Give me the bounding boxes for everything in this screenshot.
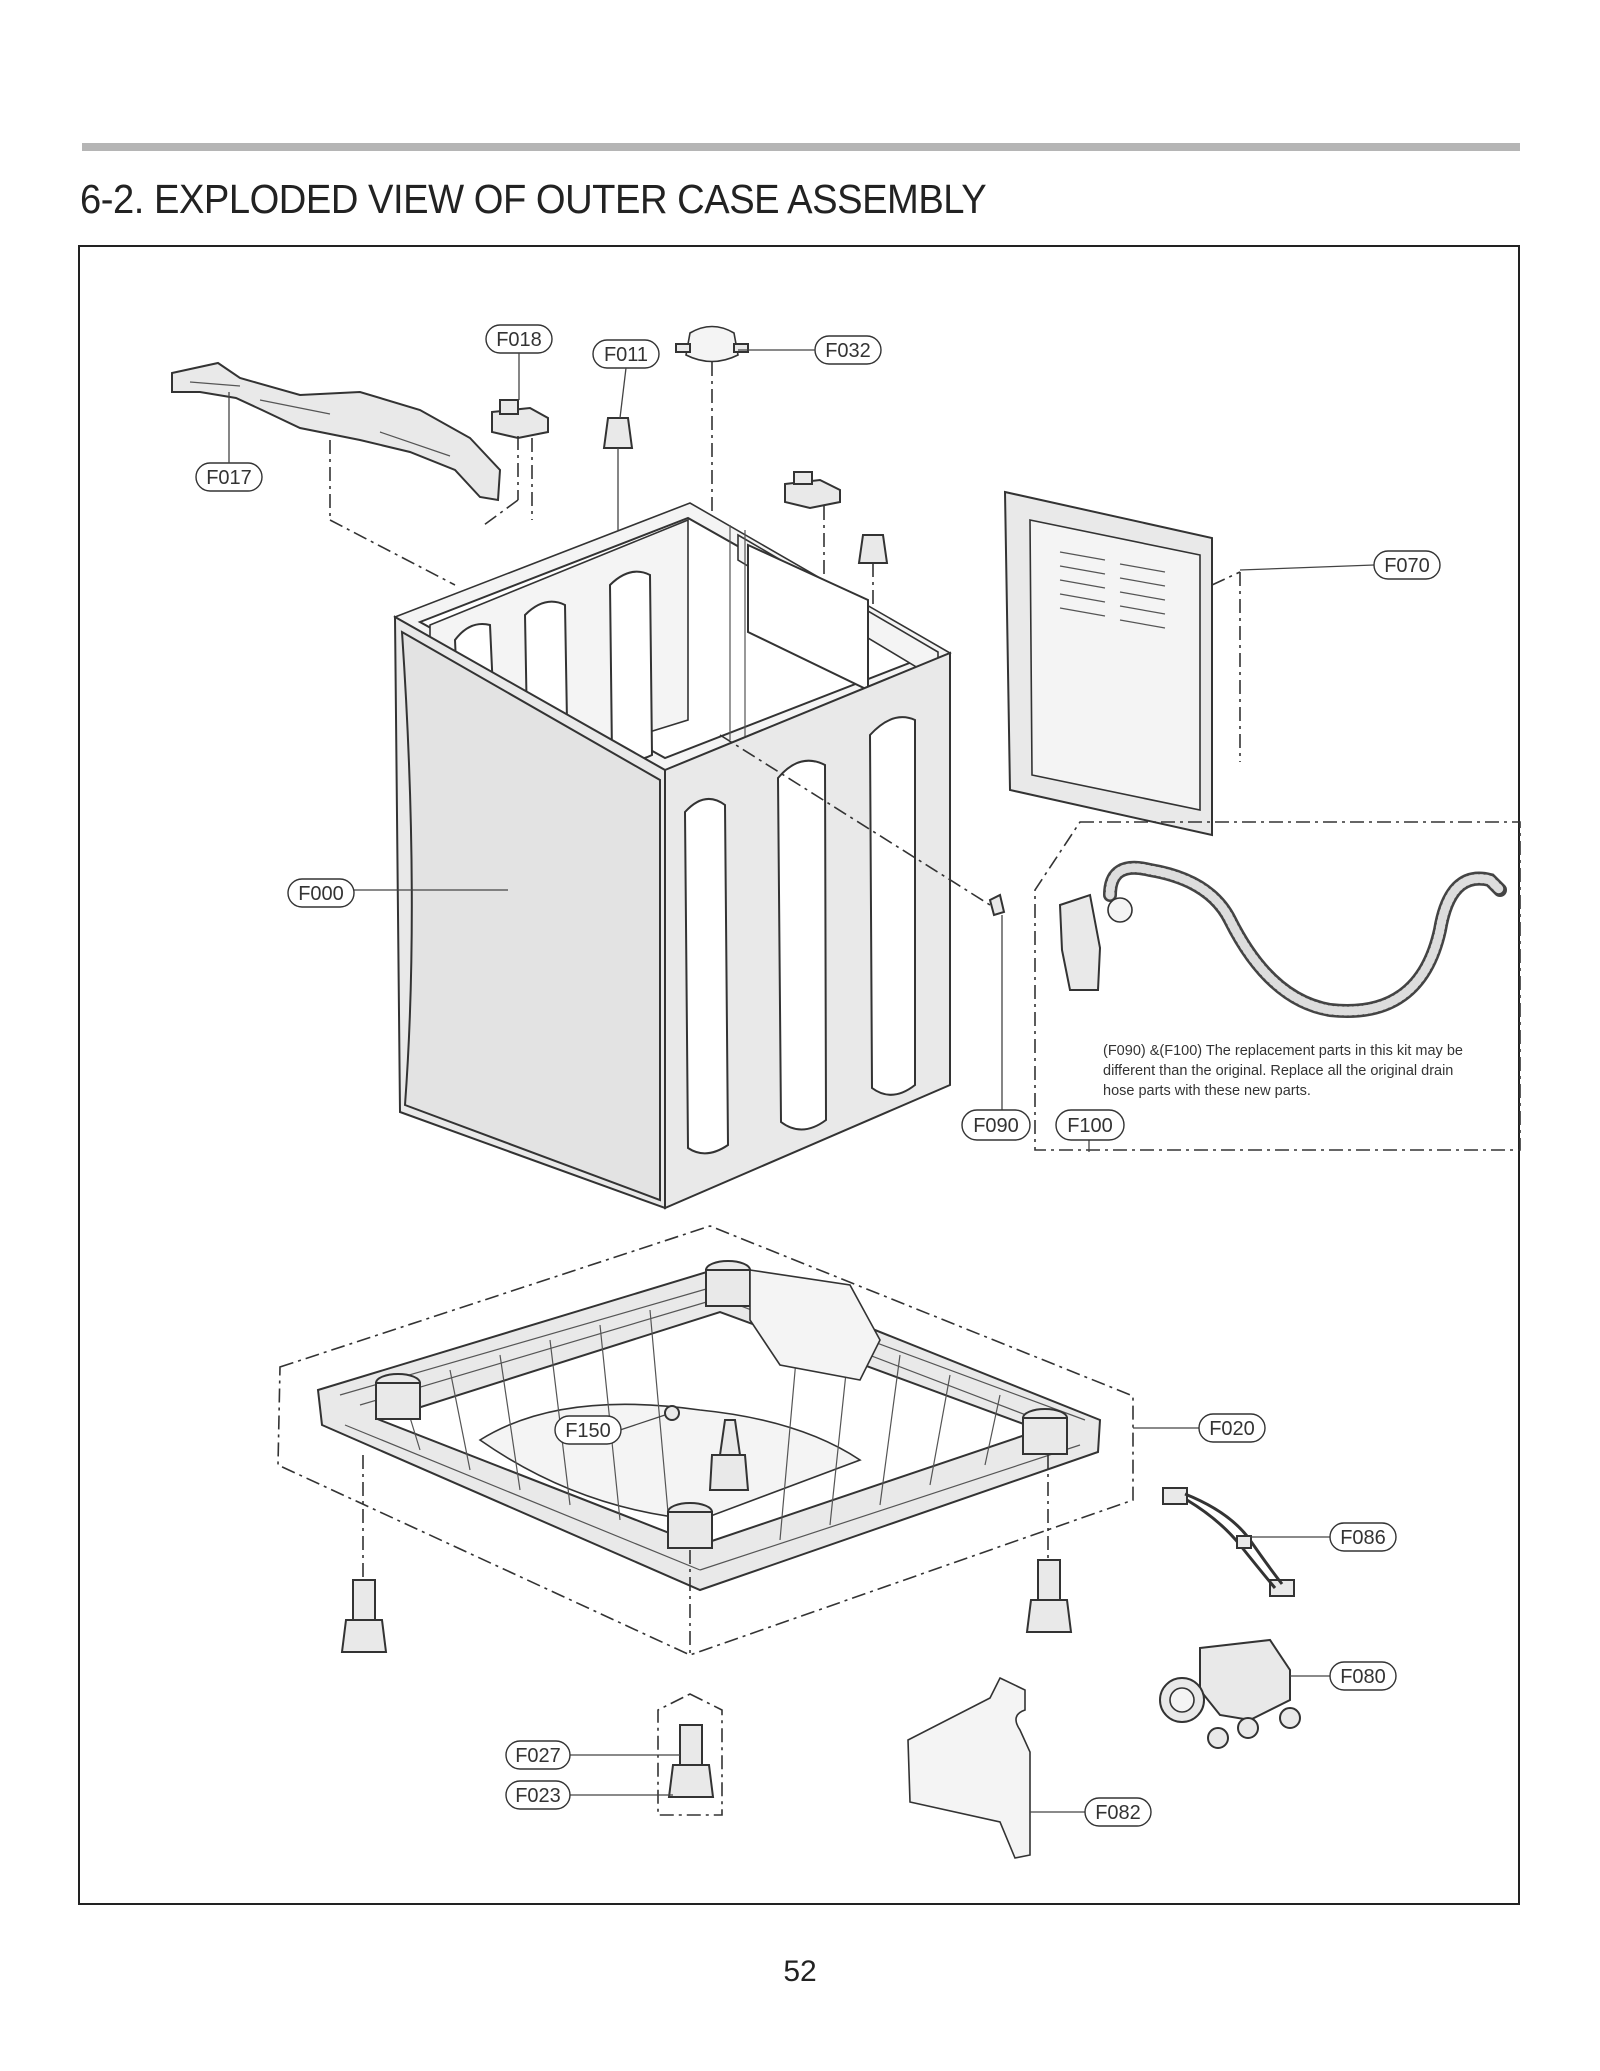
drain-hose-kit-part — [988, 821, 1521, 1152]
svg-text:F027: F027 — [515, 1745, 561, 1767]
callout-f070: F070 — [1373, 550, 1441, 580]
callout-f100: F100 — [1055, 1109, 1125, 1141]
callout-f018: F018 — [485, 324, 553, 400]
bumper-part — [602, 417, 889, 650]
cabinet-part — [340, 502, 991, 1210]
svg-text:F080: F080 — [1340, 1666, 1386, 1688]
pump-bracket-part — [907, 1676, 1085, 1859]
callout-f020: F020 — [1198, 1413, 1266, 1443]
svg-text:F086: F086 — [1340, 1527, 1386, 1549]
svg-text:F032: F032 — [825, 340, 871, 362]
callout-f000: F000 — [287, 878, 355, 908]
leveling-foot-part — [340, 1455, 1073, 1816]
page-number: 52 — [783, 1955, 817, 1988]
svg-text:F150: F150 — [565, 1420, 611, 1442]
top-clip-part — [483, 399, 841, 575]
callout-f027: F027 — [505, 1740, 571, 1770]
callout-f080: F080 — [1329, 1661, 1397, 1691]
service-panel-part — [1003, 490, 1375, 837]
svg-text:F082: F082 — [1095, 1802, 1141, 1824]
callout-f011: F011 — [592, 339, 660, 419]
note-line-1: (F090) &(F100) The replacement parts in … — [1103, 1043, 1463, 1059]
note-line-3: hose parts with these new parts. — [1103, 1083, 1311, 1099]
note-line-2: different than the original. Replace all… — [1103, 1063, 1453, 1079]
drain-pump-part — [1159, 1638, 1330, 1749]
svg-text:F070: F070 — [1384, 555, 1430, 577]
svg-text:F020: F020 — [1209, 1418, 1255, 1440]
callout-f150: F150 — [554, 1415, 622, 1445]
svg-text:F100: F100 — [1067, 1115, 1113, 1137]
wire-harness-part — [1162, 1487, 1330, 1597]
header-rule — [82, 143, 1520, 151]
page-title: 6-2. EXPLODED VIEW OF OUTER CASE ASSEMBL… — [80, 176, 987, 222]
top-bracket-part — [171, 361, 502, 586]
callout-f032: F032 — [738, 335, 882, 365]
svg-text:F017: F017 — [206, 467, 252, 489]
callout-f082: F082 — [1084, 1797, 1152, 1827]
hose-clamp-part — [675, 325, 749, 512]
callout-f023: F023 — [505, 1780, 571, 1810]
callout-f017: F017 — [195, 392, 263, 492]
replacement-note: (F090) &(F100) The replacement parts in … — [1103, 1043, 1463, 1099]
svg-text:F090: F090 — [973, 1115, 1019, 1137]
svg-text:F023: F023 — [515, 1785, 561, 1807]
svg-text:F018: F018 — [496, 329, 542, 351]
svg-text:F000: F000 — [298, 883, 344, 905]
callout-f090: F090 — [961, 1109, 1031, 1141]
callout-f086: F086 — [1329, 1522, 1397, 1552]
svg-text:F011: F011 — [604, 344, 648, 366]
diagram-frame — [78, 245, 1520, 1905]
callout-labels: F018 F011 F032 F017 F070 F000 F090 — [195, 324, 1441, 1827]
